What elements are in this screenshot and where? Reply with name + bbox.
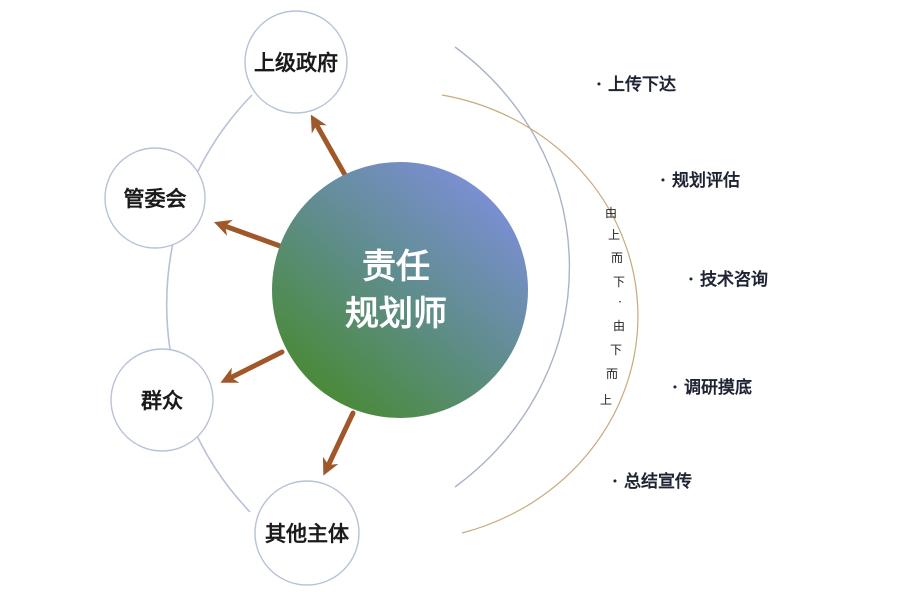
arrows [214,114,356,476]
task-label: 技术咨询 [700,269,768,290]
arrow-to-committee [214,219,283,249]
stakeholder-node-gov: 上级政府 [244,10,348,114]
task-item: · 总结宣传 [612,471,692,492]
arrow-to-others [322,410,356,476]
task-label: 上传下达 [608,74,676,95]
task-bullet: · [660,171,666,191]
inner-flow-arc [441,94,639,534]
node-circle [110,348,214,452]
task-label: 规划评估 [672,170,740,191]
node-label: 上级政府 [254,50,338,75]
flow-char: 而 [606,367,618,381]
stakeholder-node-public: 群众 [110,348,214,452]
center-node: 责任 规划师 [272,162,528,418]
flow-char: 下 [613,275,625,289]
stakeholder-node-committee: 管委会 [104,147,206,249]
node-circle [244,10,348,114]
arrow-to-gov [310,114,348,178]
flow-char: 而 [611,251,623,265]
task-item: · 调研摸底 [672,377,752,398]
task-bullet: · [688,270,694,290]
task-label: 调研摸底 [684,377,752,398]
task-list: · 上传下达 · 规划评估 · 技术咨询 · 调研摸底 · 总结宣传 [596,74,768,492]
outer-flow-arc [454,46,571,488]
center-label-line2: 规划师 [345,294,447,334]
node-label: 其他主体 [265,521,350,546]
center-circle [272,162,528,418]
flow-char: · [618,295,622,309]
center-label-line1: 责任 [362,247,430,287]
arrow-to-public [220,349,285,383]
task-bullet: · [672,378,678,398]
node-circle [254,480,360,586]
flow-char: 上 [600,393,612,407]
task-item: · 技术咨询 [688,269,768,290]
task-item: · 上传下达 [596,74,676,95]
node-label: 群众 [141,388,183,413]
flow-text: 由 上 而 下 · 由 下 而 上 [600,206,625,407]
flow-char: 下 [610,343,622,357]
flow-char: 由 [613,319,625,333]
task-bullet: · [612,472,618,492]
flow-char: 由 [605,206,617,220]
flow-char: 上 [608,228,620,242]
node-circle [104,147,206,249]
task-bullet: · [596,75,602,95]
task-item: · 规划评估 [660,170,740,191]
stakeholder-ring [165,94,253,513]
node-label: 管委会 [124,186,187,211]
stakeholder-node-others: 其他主体 [254,480,360,586]
task-label: 总结宣传 [624,471,692,492]
